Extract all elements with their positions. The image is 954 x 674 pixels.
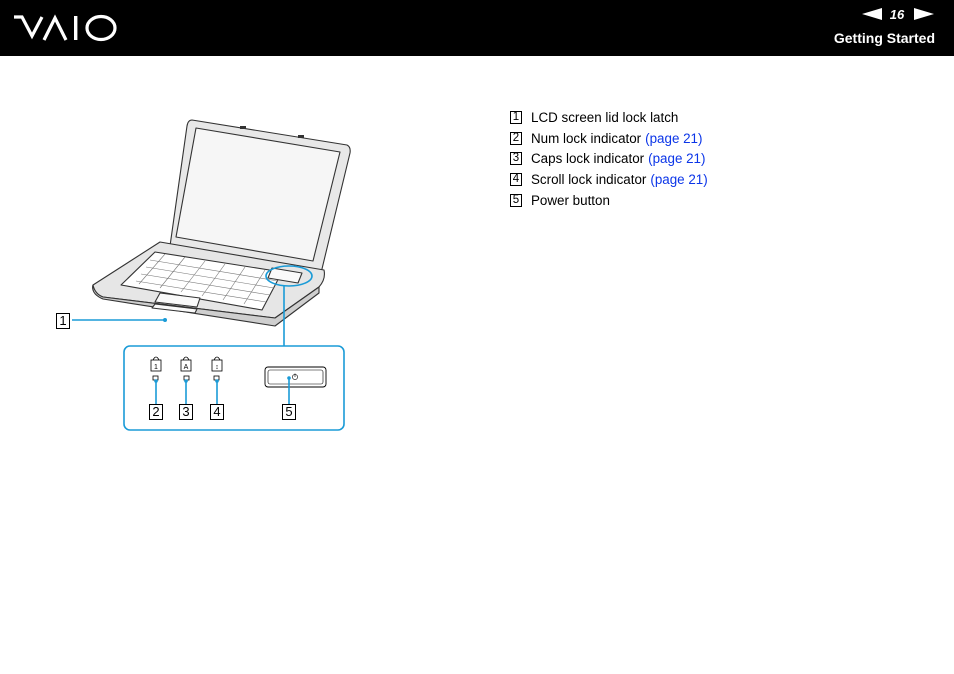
callout-label-5: 5	[282, 404, 296, 420]
callout-label-1: 1	[56, 313, 70, 329]
callout-label-2: 2	[149, 404, 163, 420]
legend-text: Num lock indicator	[531, 130, 642, 146]
legend-text: Caps lock indicator	[531, 151, 645, 167]
legend-item-5: 5 Power button	[510, 190, 708, 211]
page-number: 16	[889, 7, 905, 22]
legend-number: 1	[510, 110, 522, 124]
page-link[interactable]: (page 21)	[648, 151, 706, 167]
legend-number: 2	[510, 131, 522, 145]
legend-text: Power button	[531, 193, 610, 209]
legend-item-2: 2 Num lock indicator (page 21)	[510, 128, 708, 149]
legend-item-3: 3 Caps lock indicator (page 21)	[510, 149, 708, 170]
legend-number: 4	[510, 173, 522, 187]
legend-text: Scroll lock indicator	[531, 172, 647, 188]
section-title: Getting Started	[833, 30, 935, 46]
page-navigation: 16	[862, 7, 936, 23]
legend-text: LCD screen lid lock latch	[531, 109, 679, 125]
component-legend: 1 LCD screen lid lock latch 2 Num lock i…	[510, 107, 708, 211]
left-arrow-icon[interactable]	[862, 8, 882, 20]
page-link[interactable]: (page 21)	[645, 130, 703, 146]
right-arrow-icon[interactable]	[914, 8, 934, 20]
page-header: 16 Getting Started	[0, 0, 954, 56]
num-lock-icon: 1	[154, 364, 158, 371]
indicator-highlight	[265, 265, 313, 287]
legend-number: 3	[510, 152, 522, 166]
page-link[interactable]: (page 21)	[650, 172, 708, 188]
callout-label-3: 3	[179, 404, 193, 420]
caps-lock-icon: A	[184, 364, 189, 371]
legend-number: 5	[510, 194, 522, 208]
power-button-drawing	[264, 366, 327, 388]
legend-item-4: 4 Scroll lock indicator (page 21)	[510, 169, 708, 190]
scroll-lock-icon: ↕	[215, 364, 219, 371]
vaio-logo	[14, 14, 117, 42]
callout-label-4: 4	[210, 404, 224, 420]
legend-item-1: 1 LCD screen lid lock latch	[510, 107, 708, 128]
laptop-illustration: 1 A ↕	[72, 119, 351, 431]
